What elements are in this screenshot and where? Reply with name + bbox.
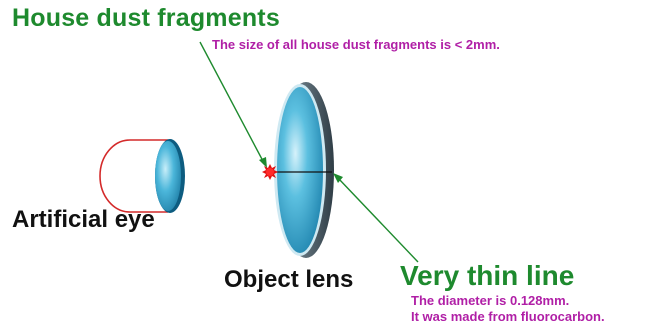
dust-pointer-arrow [199,41,267,168]
line-pointer-arrow [333,173,419,263]
house-dust-title: House dust fragments [12,4,280,32]
object-lens [274,82,334,258]
artificial-eye [99,139,185,213]
thin-line-note-material: It was made from fluorocarbon. [411,309,605,324]
thin-line-note-diameter: The diameter is 0.128mm. [411,293,570,308]
artificial-eye-lens [155,141,181,211]
artificial-eye-outline [99,139,168,213]
object-lens-label: Object lens [224,266,354,293]
house-dust-note: The size of all house dust fragments is … [212,37,500,52]
object-lens-body [277,87,323,253]
artificial-eye-label: Artificial eye [12,206,155,233]
thin-line-title: Very thin line [400,260,575,291]
dust-fragment [262,164,278,180]
